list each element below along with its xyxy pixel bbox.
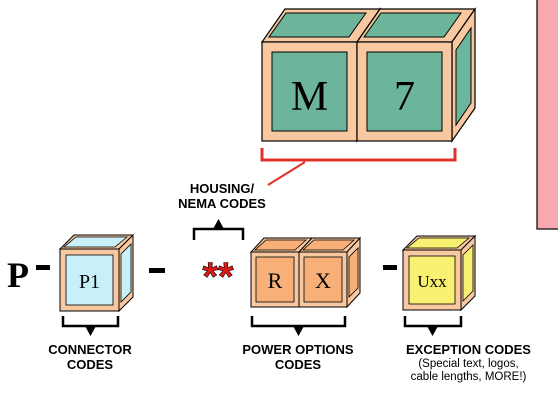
power-options-codes-label: POWER OPTIONS CODES: [228, 342, 368, 372]
seven-block: 7: [355, 7, 477, 143]
exception-codes-note: (Special text, logos, cable lengths, MOR…: [381, 358, 556, 384]
power-label-line2: CODES: [274, 357, 322, 372]
connector-label-line1: CONNECTOR: [48, 342, 132, 357]
dash-1: [36, 265, 50, 270]
uxx-block-label: Uxx: [417, 272, 447, 291]
x-block: X: [297, 236, 362, 309]
dash-2: [149, 268, 165, 273]
connector-codes-label: CONNECTOR CODES: [30, 342, 150, 372]
x-block-label: X: [315, 268, 331, 293]
exception-bracket: [403, 316, 463, 336]
exception-codes-label: EXCEPTION CODES: [381, 342, 556, 357]
exception-label-line3: cable lengths, MORE!): [410, 371, 527, 383]
note-box: [536, 0, 558, 230]
housing-label-line1: HOUSING/: [189, 181, 255, 196]
asterisks: **: [202, 255, 234, 299]
housing-label-line2: NEMA CODES: [178, 196, 266, 211]
connector-bracket: [61, 316, 120, 336]
r-block-label: R: [268, 268, 283, 293]
exception-label-line1: EXCEPTION CODES: [406, 342, 531, 357]
p1-block-label: P1: [79, 271, 100, 293]
p1-block: P1: [58, 233, 135, 313]
dash-3: [383, 265, 397, 270]
prefix-letter: P: [7, 255, 29, 295]
m-block-label: M: [291, 74, 328, 120]
housing-codes-label: HOUSING/ NEMA CODES: [152, 181, 292, 211]
exception-label-line2: (Special text, logos,: [418, 358, 519, 370]
uxx-block: Uxx: [401, 234, 477, 312]
seven-block-label: 7: [394, 74, 415, 120]
power-label-line1: POWER OPTIONS: [242, 342, 354, 357]
housing-bracket: [260, 148, 457, 186]
r-block: R: [249, 237, 314, 308]
connector-label-line2: CODES: [66, 357, 114, 372]
housing-small-bracket: [192, 219, 245, 240]
power-bracket: [250, 316, 347, 336]
